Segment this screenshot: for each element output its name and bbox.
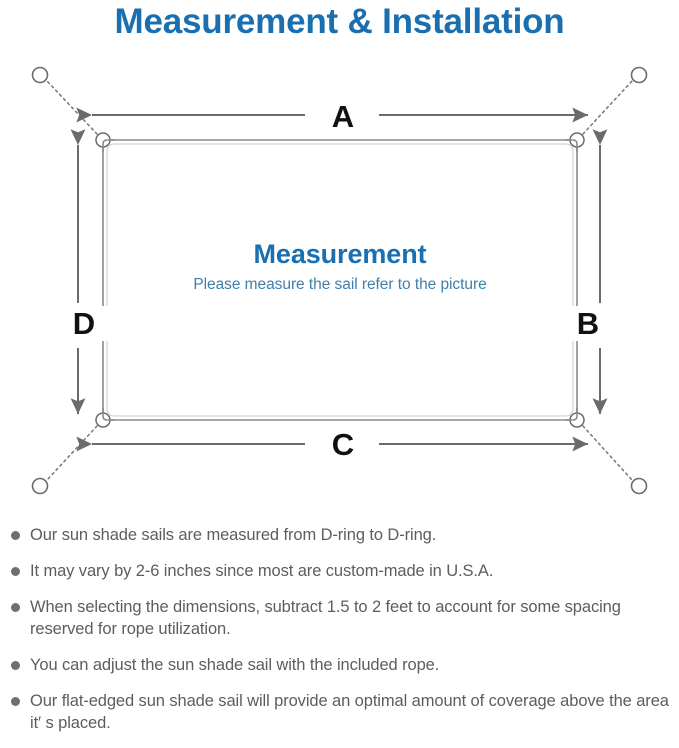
dimension-label-c: C: [307, 427, 379, 462]
diagram-svg: [31, 66, 648, 495]
note-text: Our sun shade sails are measured from D-…: [30, 526, 437, 544]
note-text: You can adjust the sun shade sail with t…: [30, 656, 440, 674]
rope-bottom-right: [582, 425, 633, 481]
rope-top-left: [46, 80, 98, 135]
bullet-icon: [11, 531, 20, 540]
note-item: It may vary by 2-6 inches since most are…: [0, 560, 679, 582]
bullet-icon: [11, 697, 20, 706]
rope-bottom-left: [46, 425, 98, 481]
note-item: You can adjust the sun shade sail with t…: [0, 654, 679, 676]
dimension-label-a: A: [307, 99, 379, 134]
dimension-label-b: B: [564, 306, 612, 341]
notes-list: Our sun shade sails are measured from D-…: [0, 524, 679, 748]
sail-outline: [102, 139, 578, 421]
bullet-icon: [11, 603, 20, 612]
anchor-point-top-right: [630, 66, 648, 84]
sail-center-subtitle: Please measure the sail refer to the pic…: [193, 276, 487, 293]
rope-top-right: [582, 80, 633, 135]
dimension-label-d: D: [60, 306, 108, 341]
anchor-point-bottom-left: [31, 477, 49, 495]
note-item: Our flat-edged sun shade sail will provi…: [0, 690, 679, 734]
note-text: When selecting the dimensions, subtract …: [30, 598, 621, 638]
note-text: Our flat-edged sun shade sail will provi…: [30, 692, 669, 732]
bullet-icon: [11, 661, 20, 670]
sail-center-title: Measurement: [253, 239, 427, 269]
anchor-point-top-left: [31, 66, 49, 84]
measurement-diagram: A B C D Measurement Please measure the s…: [0, 48, 679, 513]
page-title: Measurement & Installation: [114, 2, 565, 41]
sail-center-caption: Measurement Please measure the sail refe…: [110, 238, 570, 296]
bullet-icon: [11, 567, 20, 576]
d-ring-corner-overlay: [102, 139, 578, 421]
note-item: When selecting the dimensions, subtract …: [0, 596, 679, 640]
anchor-point-group: [31, 66, 648, 495]
note-text: It may vary by 2-6 inches since most are…: [30, 562, 494, 580]
rope-lines: [46, 80, 633, 481]
note-item: Our sun shade sails are measured from D-…: [0, 524, 679, 546]
anchor-point-bottom-right: [630, 477, 648, 495]
